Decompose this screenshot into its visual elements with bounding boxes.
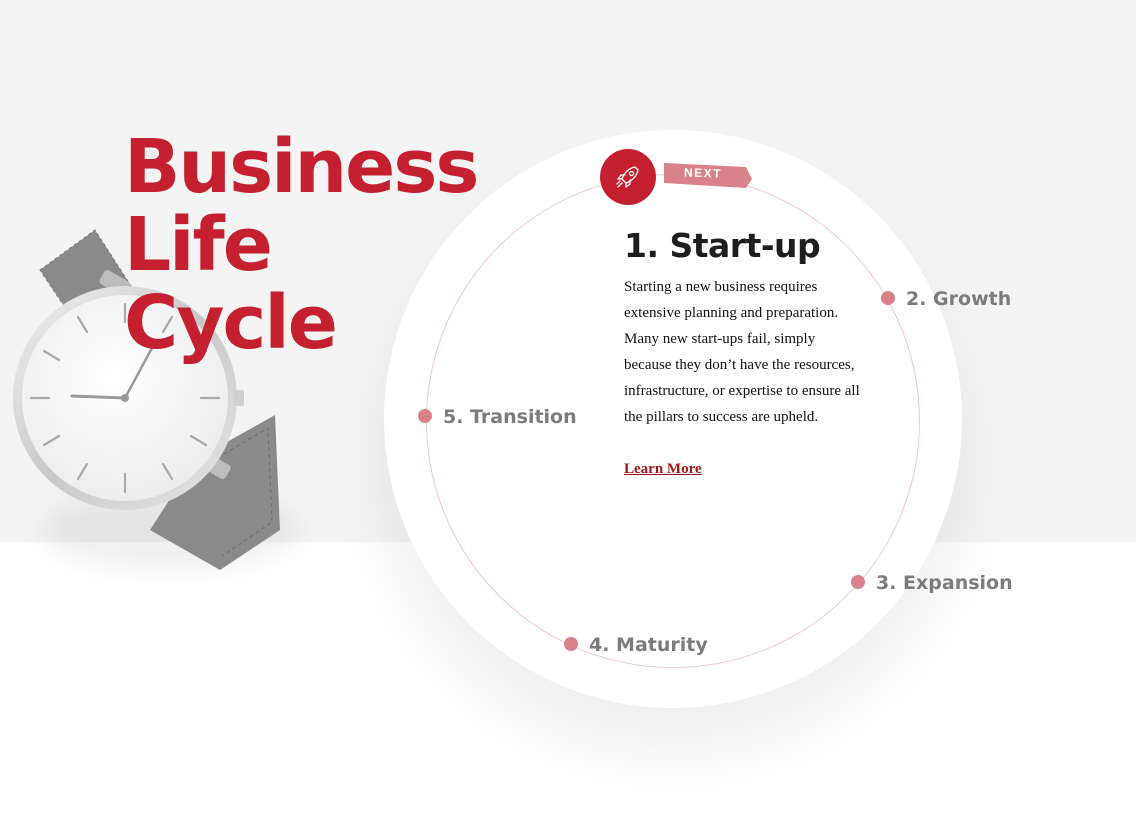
- next-tag-shape: [664, 163, 752, 188]
- next-button[interactable]: NEXT: [662, 161, 752, 188]
- title-line-3: Cycle: [124, 280, 338, 366]
- stage-dot-transition[interactable]: [418, 409, 432, 423]
- title-line-2: Life: [124, 202, 273, 288]
- page-title: Business Life Cycle: [124, 124, 479, 366]
- stage-badge: [600, 149, 656, 205]
- wristwatch-image: [13, 229, 300, 570]
- next-label: NEXT: [683, 165, 723, 181]
- current-stage-title: 1. Start-up: [624, 226, 821, 265]
- stage-dot-growth[interactable]: [881, 291, 895, 305]
- current-stage-description: Starting a new business requires extensi…: [624, 279, 860, 425]
- learn-more-link[interactable]: Learn More: [624, 461, 702, 477]
- stage-label-growth[interactable]: 2. Growth: [906, 288, 1012, 310]
- stage-label-expansion[interactable]: 3. Expansion: [876, 572, 1013, 594]
- stage-dot-maturity[interactable]: [564, 637, 578, 651]
- stage-label-maturity[interactable]: 4. Maturity: [589, 634, 708, 656]
- title-line-1: Business: [124, 124, 479, 210]
- rocket-icon: [616, 166, 639, 188]
- stage-dot-expansion[interactable]: [851, 575, 865, 589]
- stage-label-transition[interactable]: 5. Transition: [443, 406, 577, 428]
